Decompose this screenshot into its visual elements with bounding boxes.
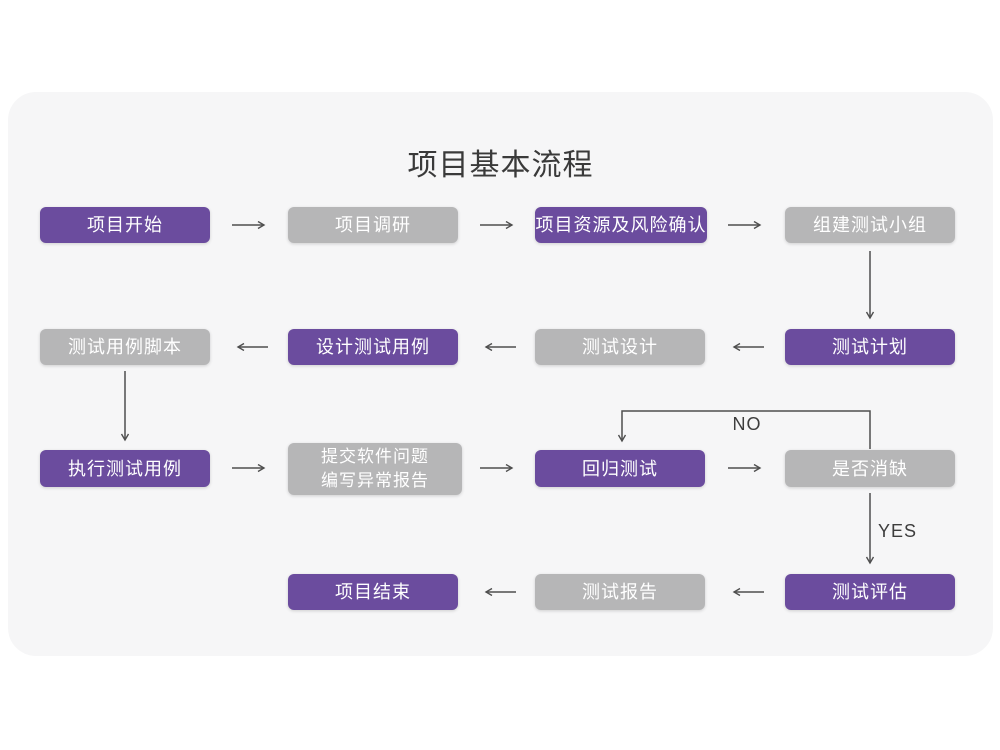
flowchart-card	[8, 92, 993, 656]
node-project-end: 项目结束	[288, 574, 458, 610]
decision-label-no: NO	[732, 414, 762, 434]
node-submit-issue-report: 提交软件问题 编写异常报告	[288, 443, 462, 495]
node-design-test-cases: 设计测试用例	[288, 329, 458, 365]
node-project-start: 项目开始	[40, 207, 210, 243]
node-regression-test: 回归测试	[535, 450, 705, 487]
node-project-research: 项目调研	[288, 207, 458, 243]
node-test-report: 测试报告	[535, 574, 705, 610]
page-title: 项目基本流程	[407, 149, 594, 182]
node-defect-cleared: 是否消缺	[785, 450, 955, 487]
decision-label-yes: YES	[878, 521, 918, 541]
node-test-evaluation: 测试评估	[785, 574, 955, 610]
node-build-test-team: 组建测试小组	[785, 207, 955, 243]
node-execute-test-cases: 执行测试用例	[40, 450, 210, 487]
node-resource-risk-confirm: 项目资源及风险确认	[535, 207, 707, 243]
node-test-design: 测试设计	[535, 329, 705, 365]
node-test-case-scripts: 测试用例脚本	[40, 329, 210, 365]
node-test-plan: 测试计划	[785, 329, 955, 365]
